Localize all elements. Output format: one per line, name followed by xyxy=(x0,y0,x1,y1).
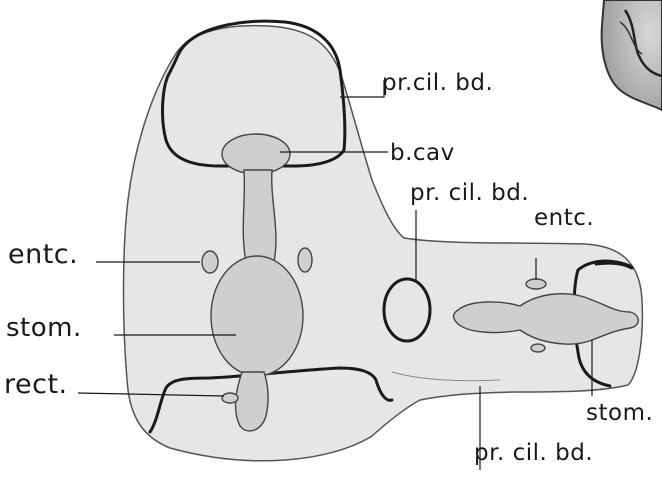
label-rect: rect. xyxy=(4,369,68,400)
label-pr-cil-bd-top: pr.cil. bd. xyxy=(382,70,493,96)
label-entc-left: entc. xyxy=(8,239,78,270)
label-pr-cil-bd-bottom: pr. cil. bd. xyxy=(474,440,593,466)
label-stom-right: stom. xyxy=(586,400,653,426)
label-pr-cil-bd-mid: pr. cil. bd. xyxy=(410,180,529,206)
label-stom-left: stom. xyxy=(6,313,82,343)
corner-specimen-fragment xyxy=(602,0,662,110)
label-entc-right: entc. xyxy=(534,205,594,231)
label-b-cav: b.cav xyxy=(390,140,455,166)
